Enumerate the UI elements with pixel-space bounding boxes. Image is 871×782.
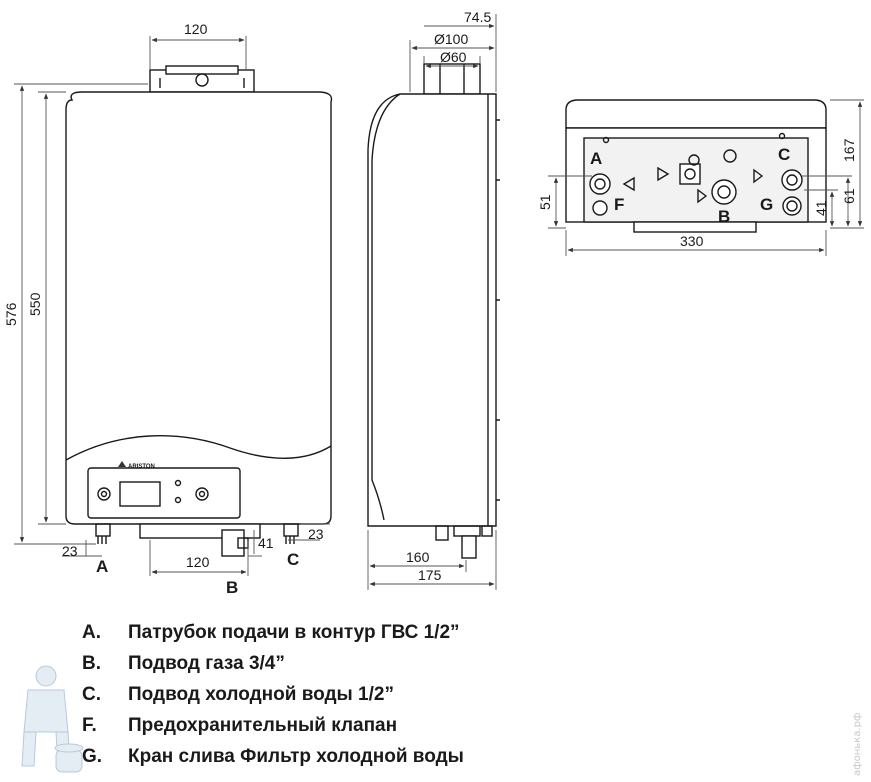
label-c-front: C (287, 550, 299, 569)
side-dimension-lines (367, 14, 497, 590)
legend-key: B. (82, 653, 101, 674)
dim-front-left-offset: 23 (62, 543, 78, 559)
dim-front-height-body: 550 (27, 292, 43, 316)
dim-bottom-right-height-b: 61 (841, 188, 857, 204)
front-connection-labels: A B C (96, 550, 299, 597)
bottom-connection-labels: A C F B G (590, 145, 790, 226)
front-view (65, 65, 333, 557)
label-c-bottom: C (778, 145, 790, 164)
legend-key: F. (82, 715, 97, 736)
dim-front-bottom-width: 120 (186, 554, 210, 570)
svg-text:ARISTON: ARISTON (128, 464, 155, 470)
side-view (367, 63, 500, 559)
legend-item-c: C. Подвод холодной воды 1/2” (82, 684, 642, 715)
legend-item-g: G. Кран слива Фильтр холодной воды (82, 746, 642, 777)
dim-bottom-height: 167 (841, 138, 857, 162)
dim-side-flue-inner: Ø60 (440, 49, 467, 65)
dim-front-right-offset: 23 (308, 526, 324, 542)
bottom-dimension-texts: 167 51 41 61 330 (537, 138, 857, 249)
plumber-mascot-image (21, 665, 84, 773)
dim-front-gas-offset: 41 (258, 535, 274, 551)
dim-bottom-left-height: 51 (537, 194, 553, 210)
legend-key: A. (82, 622, 101, 643)
watermark: афонька.рф (852, 712, 863, 776)
legend-text: Кран слива Фильтр холодной воды (128, 746, 464, 767)
dim-bottom-width: 330 (680, 233, 704, 249)
dim-front-top-width: 120 (184, 21, 208, 37)
front-brand-logo: ARISTON (118, 461, 155, 470)
label-b-bottom: B (718, 207, 730, 226)
legend-item-b: B. Подвод газа 3/4” (82, 653, 642, 684)
dim-side-depth-total: 175 (418, 567, 442, 583)
legend-item-a: A. Патрубок подачи в контур ГВС 1/2” (82, 622, 642, 653)
legend-text: Предохранительный клапан (128, 715, 398, 736)
label-a-front: A (96, 557, 108, 576)
legend-text: Подвод газа 3/4” (128, 653, 285, 674)
legend: A. Патрубок подачи в контур ГВС 1/2” B. … (82, 622, 642, 777)
bottom-dimension-lines (548, 99, 864, 256)
dim-side-depth-top: 74.5 (464, 9, 491, 25)
side-dimension-texts: 74.5 Ø100 Ø60 160 175 (406, 9, 491, 583)
legend-text: Патрубок подачи в контур ГВС 1/2” (128, 622, 460, 643)
legend-key: C. (82, 684, 101, 705)
label-f-bottom: F (614, 195, 624, 214)
dim-side-depth-inner: 160 (406, 549, 430, 565)
front-dimension-lines (14, 36, 330, 576)
dim-bottom-right-height-a: 41 (813, 200, 829, 216)
front-dimension-texts: 120 576 550 23 23 41 120 (3, 21, 324, 570)
legend-item-f: F. Предохранительный клапан (82, 715, 642, 746)
label-b-front: B (226, 578, 238, 597)
label-a-bottom: A (590, 149, 602, 168)
legend-key: G. (82, 746, 103, 767)
dim-side-flue-outer: Ø100 (434, 31, 468, 47)
legend-text: Подвод холодной воды 1/2” (128, 684, 394, 705)
dim-front-height-total: 576 (3, 302, 19, 326)
label-g-bottom: G (760, 195, 773, 214)
bottom-view (565, 99, 827, 233)
